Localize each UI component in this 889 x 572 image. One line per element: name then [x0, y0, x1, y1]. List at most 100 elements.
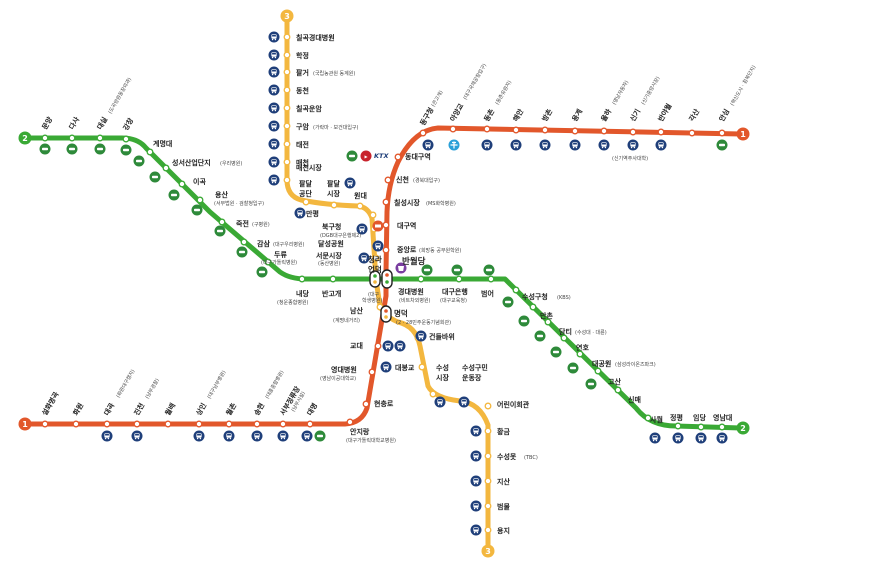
station-wolchon[interactable]: 월촌 [223, 401, 239, 442]
station-anjirang[interactable]: 안지랑 (대구가톨릭대학교병원) [346, 418, 396, 444]
station-paldal[interactable]: 팔달 공단 [294, 179, 313, 219]
station-dasa[interactable]: 다사 [66, 115, 82, 155]
station-label: 용산 [215, 190, 228, 199]
station-sinmae[interactable]: 신매 [614, 386, 641, 404]
station-seongseo-industrial[interactable]: 성서산업단지 (우리병원) [149, 158, 243, 183]
station-manchon[interactable]: 만촌 [518, 303, 554, 327]
station-gyodae[interactable]: 교대 [350, 340, 394, 352]
station-suseongmot[interactable]: 수성못 (TBC) [470, 450, 538, 462]
station-seomun-market[interactable]: 서문시장 (동산병원) [316, 251, 380, 267]
station-hakjeong[interactable]: 학정 [268, 49, 309, 61]
station-dot [146, 148, 154, 156]
station-yongji[interactable]: 용지 [470, 524, 510, 536]
station-keimyung-univ[interactable]: 계명대 [133, 139, 173, 167]
station-hyeonchung-ro[interactable]: 현충로 [362, 399, 394, 408]
station-jungang-ro[interactable]: 중앙로 (희망동 공무원학원) [372, 240, 462, 255]
station-label: 담티 [559, 327, 572, 336]
station-guam[interactable]: 구암 (가락마 · 보건대입구) [268, 120, 359, 132]
station-sincheon[interactable]: 신천 (경북대입구) [384, 175, 440, 184]
station-label: 범물 [497, 502, 510, 511]
station-yongsan[interactable]: 용산 (서부법원 · 검찰청입구) [191, 190, 265, 216]
station-suseong-market[interactable]: 수성 시장 [429, 363, 449, 408]
terminus-line1-west[interactable]: 1 [18, 417, 32, 431]
station-chilgok-unam[interactable]: 칠곡운암 [268, 102, 323, 114]
station-daegu-bank[interactable]: 대구은행 (대구교육청) [440, 264, 468, 305]
station-suseong-office[interactable]: 수성구청 (KBS) [502, 286, 571, 308]
station-gosan[interactable]: 고산 [585, 367, 622, 390]
station-seolhwa-myeonggok[interactable]: 설화명곡 [40, 390, 61, 428]
station-jeongpyeong[interactable]: 정평 [670, 413, 684, 444]
station-hwanggeum[interactable]: 황금 [470, 425, 511, 437]
station-dot [629, 128, 637, 136]
station-daegongwon[interactable]: 대공원 (삼성라이온즈파크) [567, 350, 656, 374]
station-dongchon[interactable]: 동촌 (동촌유원지) [481, 79, 514, 151]
station-beomeo[interactable]: 범어 [481, 264, 495, 299]
terminus-line3-north[interactable]: 3 [280, 9, 294, 23]
station-damti[interactable]: 담티 (수성대 · 대륜) [534, 318, 607, 342]
bus-icon [372, 240, 384, 252]
station-cheongna-hill[interactable]: 청라 언덕 [368, 254, 382, 288]
station-dalseong-park[interactable]: 달성공원 [318, 239, 379, 249]
station-dongcheon[interactable]: 동천 [268, 84, 309, 96]
station-namsan[interactable]: 남산 (계명네거리) [333, 303, 384, 324]
bus-icon [655, 139, 667, 151]
station-yeungnam-univ[interactable]: 영남대 [713, 413, 732, 444]
station-label: 팔달 [327, 179, 340, 188]
station-daegu[interactable]: 대구역 [372, 220, 417, 232]
station-imdang[interactable]: 임당 [693, 413, 707, 444]
bus-icon [268, 31, 280, 43]
station-maecheon-market[interactable]: 매천시장 [268, 163, 323, 186]
station-suseong-stadium[interactable]: 수성구민 운동장 [458, 363, 488, 408]
station-dot [72, 420, 80, 428]
station-donggu-office[interactable]: 동구청 (큰고개) [418, 89, 445, 151]
station-childrens-hall[interactable]: 어린이회관 [484, 400, 530, 410]
station-paldal-market[interactable]: 팔달 시장 [327, 179, 340, 209]
station-yeongdae-hospital[interactable]: 영대병원 (영남이공대학교) [320, 361, 392, 383]
station-sawol[interactable]: 사월 [644, 414, 663, 444]
station-banyawol[interactable]: 반야월 [655, 102, 674, 151]
station-geondeulbawi[interactable]: 건들바위 [414, 330, 455, 342]
station-daegok[interactable]: 대곡 (화원대구캠지) [101, 368, 137, 442]
station-beommul[interactable]: 범물 [470, 500, 511, 512]
station-daebong-bridge[interactable]: 대봉교 [394, 340, 426, 373]
station-chilgok-kyungpook[interactable]: 칠곡경대병원 [268, 31, 335, 43]
station-wondae[interactable]: 원대 [344, 177, 367, 210]
station-munyang[interactable]: 문양 [39, 115, 55, 155]
train-icon [585, 378, 597, 390]
station-sangin[interactable]: 상인 (대구남부병원) [193, 369, 228, 442]
station-daesil[interactable]: 대실 (도곡앙원동창외과) [94, 76, 134, 155]
station-manpyeong[interactable]: 만평 [306, 209, 377, 219]
station-jukjeon[interactable]: 죽전 (구병원) [214, 218, 270, 237]
station-ansim[interactable]: 안심 (혁신도시 · 첨복단지) [716, 64, 758, 151]
station-gamsam[interactable]: 감삼 (대구우리병원) [236, 238, 305, 258]
station-sublabel: (서부법원 · 검찰청입구) [214, 200, 264, 207]
station-ayang-bridge[interactable]: 아양교 (대구국제공항입구) [448, 62, 488, 151]
station-yulha[interactable]: 율하 (영남자동차) [598, 79, 631, 151]
station-chilseong-market[interactable]: 칠성시장 (MS화학병원) [382, 198, 456, 207]
terminus-line2-west[interactable]: 2 [18, 131, 32, 145]
station-igok[interactable]: 이곡 [168, 177, 207, 201]
station-taejeon[interactable]: 태전 [268, 138, 309, 150]
station-jincheon[interactable]: 진천 (남부경찰) [131, 377, 161, 442]
station-yeonho[interactable]: 연호 [550, 334, 590, 358]
station-maecheon[interactable]: 매천 [268, 156, 309, 168]
station-bukgu-office[interactable]: 북구청 (DGB대구은행제2) [320, 222, 378, 239]
station-palgeo[interactable]: 팔거 (국립농관원 동계원) [268, 66, 356, 78]
terminus-line3-south[interactable]: 3 [481, 544, 495, 558]
terminus-line1-east[interactable]: 1 [736, 127, 750, 141]
terminus-number: 1 [22, 420, 28, 429]
terminus-line2-east[interactable]: 2 [736, 421, 750, 435]
station-naedang[interactable]: 내당 (청운종합병원) [277, 275, 309, 306]
station-daemyeong[interactable]: 대명 [301, 401, 326, 442]
station-banwoldang[interactable]: 반월당 [381, 256, 426, 289]
station-sublabel: (대구국제공항입구) [462, 62, 488, 101]
station-songhyeon[interactable]: 송현 (대흥종합병원) [251, 369, 286, 442]
station-bangogae[interactable]: 반고개 [322, 275, 341, 298]
station-kyungpook-hospital[interactable]: 경대병원 (비트차외병원) [398, 264, 433, 305]
station-sublabel: (국립농관원 동계원) [313, 70, 355, 77]
station-duryu[interactable]: 두류 (대구가톨릭병원) [256, 250, 298, 278]
station-myeongdeok[interactable]: 명덕 (2 · 28민주운동기념회관) [380, 305, 451, 326]
station-dongdaegu[interactable]: ▶ KTX 동대구역 [346, 150, 431, 162]
station-jisan[interactable]: 지산 [470, 475, 511, 487]
station-sublabel: (2 · 28민주운동기념회관) [396, 319, 451, 326]
